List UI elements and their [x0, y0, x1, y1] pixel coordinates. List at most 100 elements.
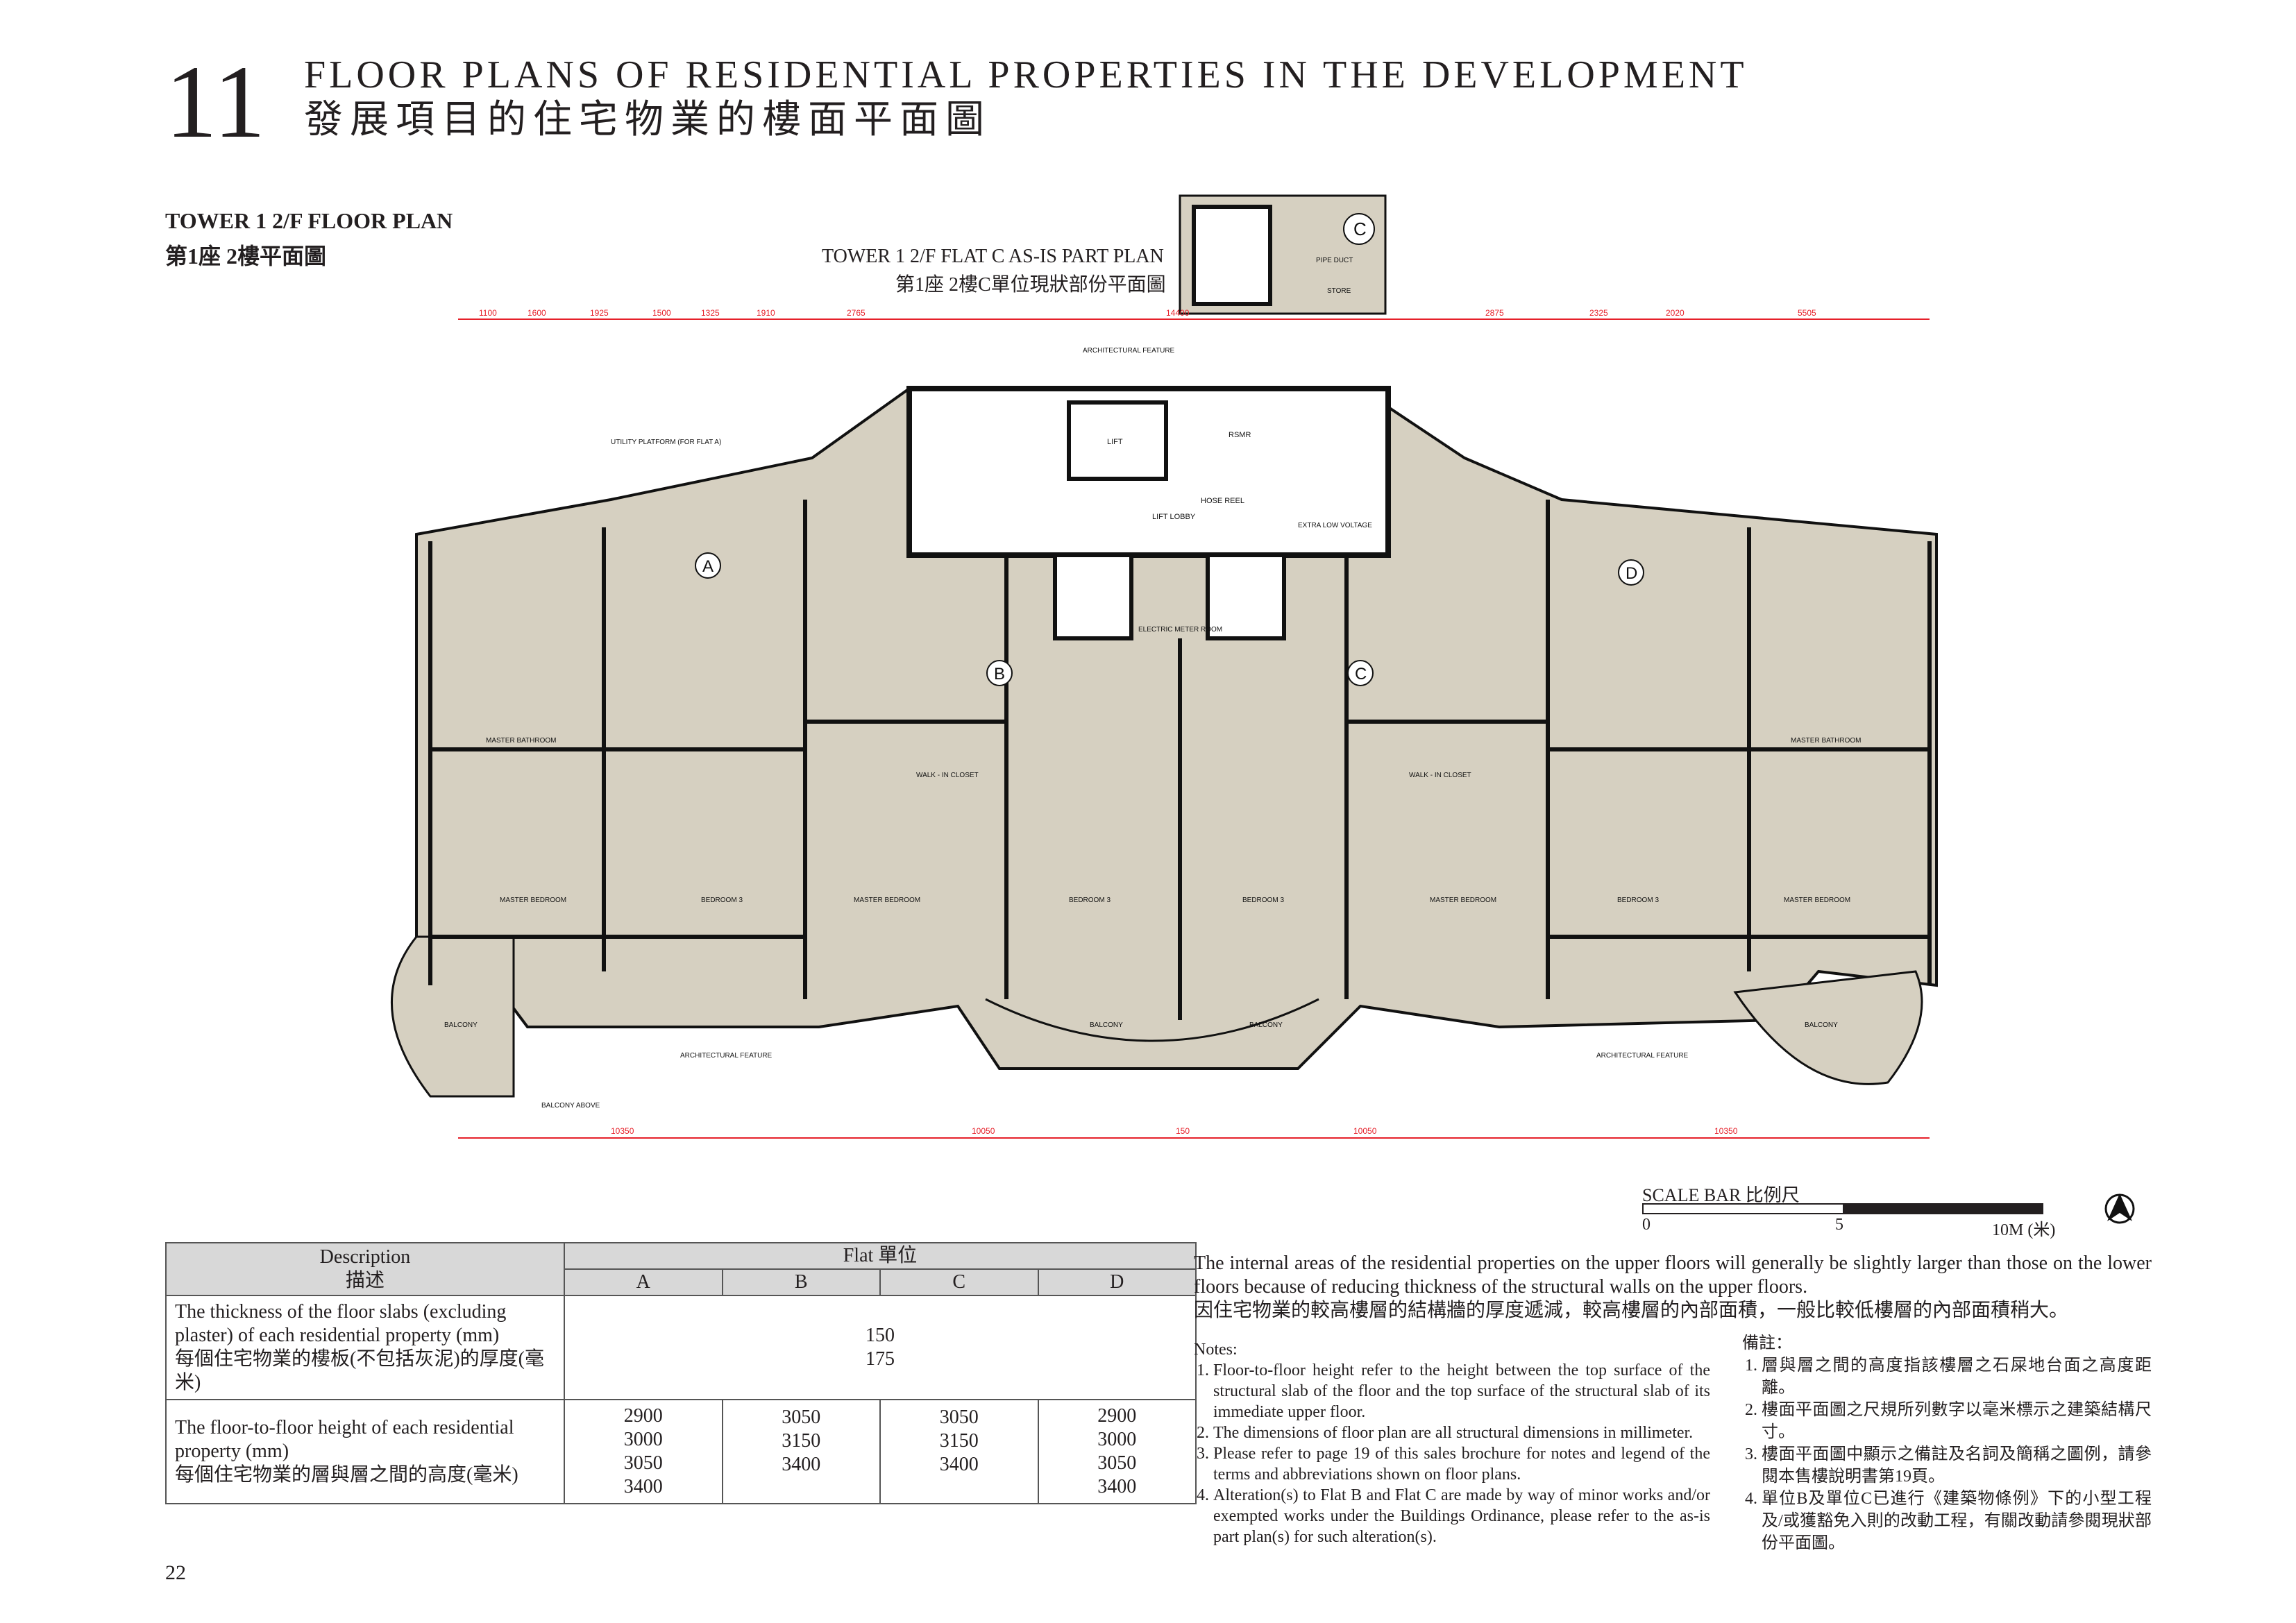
notes-en: Notes: Floor-to-floor height refer to th…: [1194, 1339, 1710, 1547]
flat-marker-a: A: [702, 557, 714, 576]
intro-zh: 因住宅物業的較高樓層的結構牆的厚度遞減，較高樓層的內部面積，一般比較低樓層的內部…: [1194, 1300, 2069, 1321]
desc-header-en: Description: [319, 1246, 411, 1268]
dim-top-12: 5505: [1798, 308, 1816, 318]
dim-top-9: 2875: [1485, 308, 1504, 318]
notes-zh: 備註： 層與層之間的高度指該樓層之石屎地台面之高度距離。 樓面平面圖之尺規所列數…: [1742, 1332, 2152, 1554]
row1-values: 150 175: [564, 1295, 1197, 1400]
room-balcony-c: BALCONY: [1249, 1021, 1283, 1029]
row2-d-4: 3400: [1097, 1476, 1137, 1497]
dim-top-10: 2325: [1589, 308, 1608, 318]
note-en-3: Please refer to page 19 of this sales br…: [1213, 1443, 1710, 1485]
core-elv-label: EXTRA LOW VOLTAGE: [1298, 522, 1372, 529]
dim-top-8: 14400: [1166, 308, 1190, 318]
flat-col-d: D: [1037, 1268, 1197, 1296]
row2-b-1: 3050: [782, 1407, 821, 1428]
dim-top-6: 1910: [757, 308, 775, 318]
room-master-bedroom-a: MASTER BEDROOM: [500, 897, 566, 904]
room-bedroom3-a: BEDROOM 3: [701, 897, 743, 904]
flat-markers: A B C D: [695, 552, 1644, 686]
scale-bar: [1642, 1203, 2043, 1214]
note-zh-4: 單位B及單位C已進行《建築物條例》下的小型工程及/或獲豁免入則的改動工程，有關改…: [1762, 1488, 2152, 1554]
dim-top-2: 1600: [527, 308, 546, 318]
row2-values-a: 2900 3000 3050 3400: [564, 1399, 723, 1504]
room-master-bedroom-d: MASTER BEDROOM: [1784, 897, 1850, 904]
room-balcony-a: BALCONY: [444, 1021, 478, 1029]
flat-header: Flat 單位: [564, 1242, 1197, 1270]
north-arrow-icon: [2104, 1193, 2135, 1224]
spec-table: Description 描述 Flat 單位 A B C D The thick…: [165, 1242, 1197, 1504]
part-plan: C PIPE DUCT STORE: [1179, 194, 1387, 315]
scale-tick-10: 10M (米): [1992, 1221, 2056, 1239]
notes-zh-heading: 備註：: [1742, 1334, 1792, 1352]
core-hose-reel-label: HOSE REEL: [1201, 497, 1244, 505]
plan-title-zh: 第1座 2樓平面圖: [165, 244, 327, 269]
dim-top-7: 2765: [847, 308, 866, 318]
notes-en-heading: Notes:: [1194, 1341, 1238, 1359]
room-walk-in-closet-b: WALK - IN CLOSET: [916, 772, 979, 779]
row2-c-1: 3050: [939, 1407, 979, 1428]
scale-tick-0: 0: [1642, 1216, 1651, 1234]
flat-col-b: B: [721, 1268, 881, 1296]
room-balcony-above: BALCONY ABOVE: [541, 1102, 600, 1110]
room-master-bedroom-b: MASTER BEDROOM: [854, 897, 920, 904]
dim-top-5: 1325: [701, 308, 720, 318]
floor-slab: [391, 387, 1938, 1098]
row2-d-2: 3000: [1097, 1429, 1137, 1450]
room-master-bathroom-a: MASTER BATHROOM: [486, 737, 556, 745]
row1-value-2: 175: [866, 1348, 895, 1370]
note-zh-1: 層與層之間的高度指該樓層之石屎地台面之高度距離。: [1762, 1354, 2152, 1399]
dim-top-11: 2020: [1666, 308, 1685, 318]
dim-bottom-4: 10050: [1353, 1126, 1377, 1136]
part-plan-title-en: TOWER 1 2/F FLAT C AS-IS PART PLAN: [822, 246, 1164, 267]
note-zh-2: 樓面平面圖之尺規所列數字以毫米標示之建築結構尺寸。: [1762, 1399, 2152, 1443]
dim-bottom-3: 150: [1176, 1126, 1190, 1136]
dim-bottom-5: 10350: [1714, 1126, 1738, 1136]
floor-plan-drawing: C PIPE DUCT STORE 1100 1600 1925 1500 13…: [391, 194, 1938, 1139]
central-core: LIFT RSMR LIFT LOBBY HOSE REEL ELECTRIC …: [906, 386, 1391, 640]
room-balcony-d: BALCONY: [1805, 1021, 1838, 1029]
row2-values-b: 3050 3150 3400: [721, 1399, 881, 1504]
desc-header: Description 描述: [165, 1242, 565, 1296]
section-title-zh: 發展項目的住宅物業的樓面平面圖: [304, 97, 991, 142]
room-bedroom3-b: BEDROOM 3: [1069, 897, 1111, 904]
row2-a-1: 2900: [623, 1405, 663, 1427]
scale-bar-label: SCALE BAR 比例尺: [1642, 1185, 1800, 1205]
section-number: 11: [165, 44, 266, 160]
row2-c-3: 3400: [939, 1454, 979, 1475]
scale-tick-5: 5: [1835, 1216, 1843, 1234]
part-plan-title-zh: 第1座 2樓C單位現狀部份平面圖: [895, 274, 1166, 296]
intro-en: The internal areas of the residential pr…: [1194, 1252, 2152, 1298]
row2-d-1: 2900: [1097, 1405, 1137, 1427]
page-number: 22: [165, 1561, 186, 1584]
row1-value-1: 150: [866, 1325, 895, 1346]
dim-top-3: 1925: [590, 308, 609, 318]
flat-col-a: A: [564, 1268, 723, 1296]
dim-bottom-1: 10350: [611, 1126, 634, 1136]
core-lift-lobby-label: LIFT LOBBY: [1152, 513, 1196, 521]
row2-a-4: 3400: [623, 1476, 663, 1497]
row2-c-2: 3150: [939, 1430, 979, 1452]
flat-marker-c: C: [1355, 665, 1367, 683]
part-plan-store: STORE: [1327, 287, 1351, 295]
row2-a-2: 3000: [623, 1429, 663, 1450]
dim-bottom-2: 10050: [972, 1126, 995, 1136]
room-walk-in-closet-c: WALK - IN CLOSET: [1409, 772, 1471, 779]
partition-walls: [428, 500, 1932, 1020]
plan-title-en: TOWER 1 2/F FLOOR PLAN: [165, 208, 453, 233]
flat-marker-b: B: [994, 665, 1005, 683]
row2-b-2: 3150: [782, 1430, 821, 1452]
room-utility-platform: UTILITY PLATFORM (FOR FLAT A): [611, 439, 721, 446]
note-en-2: The dimensions of floor plan are all str…: [1213, 1422, 1710, 1443]
dim-top-1: 1100: [479, 308, 497, 318]
room-bedroom3-c: BEDROOM 3: [1242, 897, 1284, 904]
core-meter-room-label: ELECTRIC METER ROOM: [1138, 626, 1222, 634]
desc-header-zh: 描述: [345, 1270, 385, 1291]
dimension-bottom: 10350 10050 150 10050 10350: [458, 1126, 1930, 1139]
dim-top-4: 1500: [652, 308, 671, 318]
flat-col-c: C: [879, 1268, 1039, 1296]
room-balcony-b: BALCONY: [1090, 1021, 1123, 1029]
room-bedroom3-d: BEDROOM 3: [1617, 897, 1659, 904]
row1-desc-zh: 每個住宅物業的樓板(不包括灰泥)的厚度(毫米): [175, 1348, 544, 1393]
row2-desc-en: The floor-to-floor height of each reside…: [175, 1417, 514, 1462]
core-rsmr-label: RSMR: [1229, 431, 1251, 439]
